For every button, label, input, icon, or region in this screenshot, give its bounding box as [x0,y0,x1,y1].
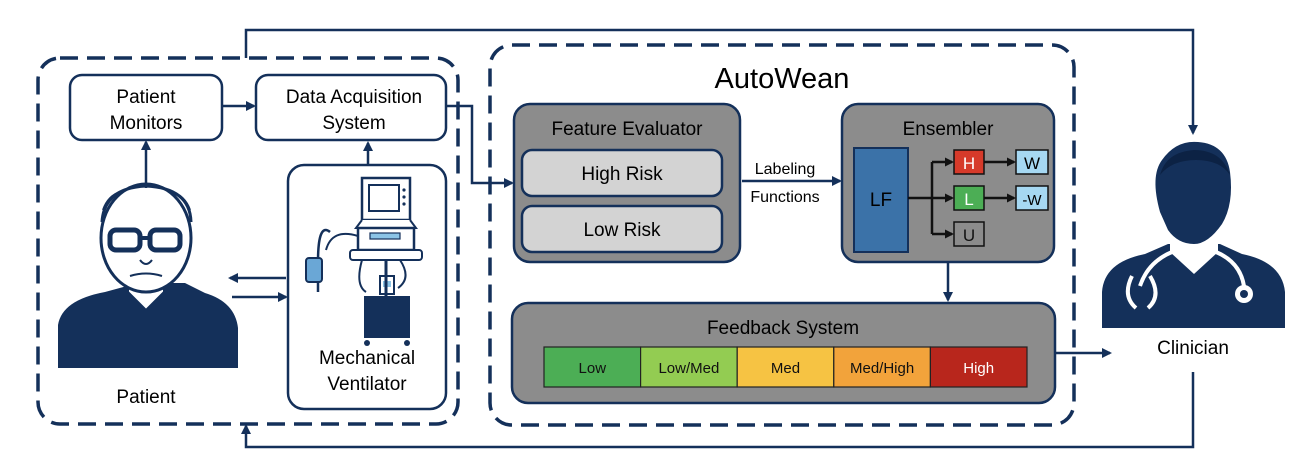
patient-monitors-label-1: Patient [116,87,176,108]
clinician-figure-icon [1102,141,1285,328]
data-acquisition-label-1: Data Acquisition [286,87,422,108]
patient-label: Patient [116,387,176,408]
patient-monitors-label-2: Monitors [110,113,183,134]
feature-evaluator-title: Feature Evaluator [551,119,703,140]
ventilator-label-1: Mechanical [319,348,415,369]
feedback-levels-bar: Low Low/Med Med Med/High High [543,346,1028,388]
data-acquisition-label-2: System [322,113,385,134]
arrow-top-loop-to-clinician [244,28,1198,135]
labeling-functions-label-2: Functions [750,189,819,206]
ensembler-title: Ensembler [903,119,994,140]
labeling-functions-label-1: Labeling [755,161,816,178]
l-label: L [964,190,973,209]
neg-w-box [1015,185,1049,211]
low-risk-box [520,204,724,254]
feedback-level-2-segment [736,346,835,388]
u-label: U [963,226,975,245]
ventilator-label-2: Ventilator [327,374,407,395]
autowean-group-border [488,43,1076,427]
feedback-level-4-segment [929,346,1028,388]
low-risk-label: Low Risk [583,220,661,241]
high-risk-box [520,148,724,198]
ventilator-machine-icon [305,176,423,346]
u-box [953,221,985,247]
feedback-level-4-label: High [963,360,994,377]
feedback-level-3-label: Med/High [850,360,914,377]
feedback-level-0-label: Low [579,360,607,377]
feedback-level-2-label: Med [771,360,800,377]
patient-figure-icon [58,182,238,368]
feedback-level-1-label: Low/Med [658,360,719,377]
feedback-level-3-segment [833,346,931,388]
w-label: W [1024,154,1040,173]
lf-label: LF [870,190,892,211]
feedback-system-title: Feedback System [707,318,859,339]
arrow-bottom-loop-to-patient [241,372,1195,449]
data-acquisition-box [254,73,448,142]
arrow-acquisition-to-feature-evaluator [446,104,514,188]
autowean-title: AutoWean [715,63,850,95]
h-label: H [963,154,975,173]
w-box [1015,149,1049,175]
high-risk-label: High Risk [581,164,663,185]
neg-w-label: -W [1022,192,1042,209]
lf-box [853,147,909,253]
feedback-level-0-segment [543,346,642,388]
clinician-label: Clinician [1157,338,1229,359]
